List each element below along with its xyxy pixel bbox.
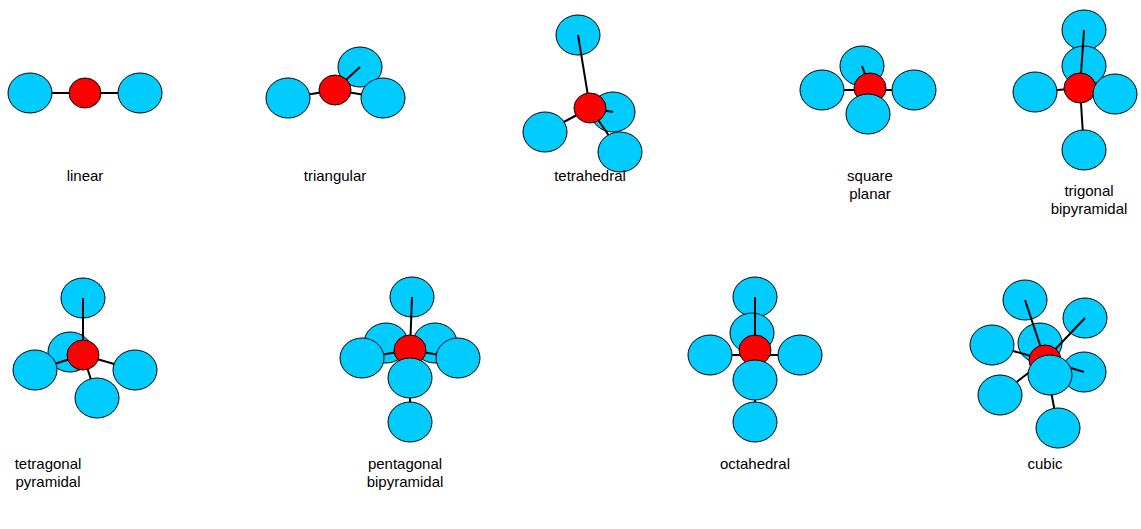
triangular-molecule [266,47,405,118]
octahedral-molecule [688,277,822,442]
geometry-label: tetrahedral [530,167,650,185]
geometry-label: octahedral [695,455,815,473]
cubic-molecule [970,280,1107,448]
geometry-label: cubic [985,455,1105,473]
geometry-label: square planar [834,167,906,203]
pentagonal-bipyramidal-molecule [340,277,480,442]
geometry-label: trigonal bipyramidal [1041,182,1137,218]
tetragonal-pyramidal-molecule [13,278,157,418]
trigonal-bipyramidal-molecule [1013,10,1137,170]
square-planar-molecule [800,46,936,134]
tetrahedral-molecule [523,15,642,172]
geometry-label: tetragonal pyramidal [4,455,92,491]
geometry-label: linear [25,167,145,185]
geometry-label: pentagonal bipyramidal [357,455,453,491]
geometry-label: triangular [275,167,395,185]
linear-molecule [8,73,162,113]
